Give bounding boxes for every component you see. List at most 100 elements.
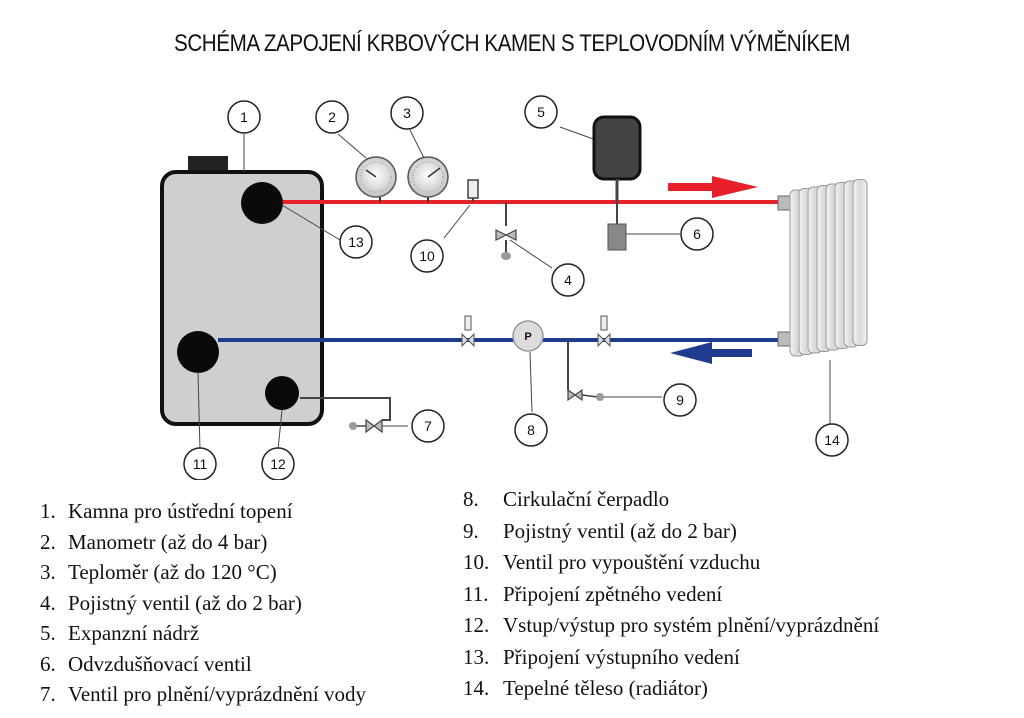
legend-item: 1.Kamna pro ústřední topení — [40, 496, 366, 527]
callout-14: 14 — [815, 423, 849, 457]
callout-10: 10 — [410, 239, 444, 273]
stove — [160, 156, 324, 426]
legend-text: Ventil pro vypouštění vzduchu — [503, 550, 761, 574]
callout-13: 13 — [339, 225, 373, 259]
legend-item: 14. Tepelné těleso (radiátor) — [463, 673, 879, 705]
legend-number: 4. — [40, 590, 56, 615]
callout-circle — [663, 383, 697, 417]
legend-text: Pojistný ventil (až do 2 bar) — [503, 518, 737, 543]
callout-circle — [680, 217, 714, 251]
callout-circle — [411, 409, 445, 443]
callout-7: 7 — [411, 409, 445, 443]
legend-number: 9. — [463, 518, 479, 543]
legend-text: Tepelné těleso (radiátor) — [503, 676, 708, 700]
legend-text: Cirkulační čerpadlo — [503, 487, 670, 511]
callout-number: 1 — [240, 109, 248, 125]
callout-number: 10 — [419, 248, 435, 264]
diagram-title: SCHÉMA ZAPOJENÍ KRBOVÝCH KAMEN S TEPLOVO… — [173, 30, 850, 57]
callout-circle — [390, 96, 424, 130]
callout-9: 9 — [663, 383, 697, 417]
callout-number: 7 — [424, 418, 432, 434]
expansion-tank — [559, 115, 642, 202]
legend-item: 5. Expanzní nádrž — [40, 618, 366, 649]
callout-circle — [315, 100, 349, 134]
callout-5: 5 — [524, 95, 558, 129]
hot-flow-arrow — [668, 176, 758, 198]
legend-number: 12. — [463, 613, 490, 637]
legend-item: 13. Připojení výstupního vedení — [463, 642, 879, 674]
legend-text: Teploměr (až do 120 °C) — [68, 560, 277, 584]
callout-number: 5 — [537, 104, 545, 120]
callout-12: 12 — [261, 447, 295, 480]
thermometer-gauge — [407, 156, 449, 202]
callout-number: 13 — [348, 234, 364, 250]
callout-number: 6 — [693, 226, 701, 242]
callout-number: 3 — [403, 105, 411, 121]
callout-circle — [261, 447, 295, 480]
legend-number: 2. — [40, 529, 56, 554]
callout-number: 12 — [270, 456, 286, 472]
callout-6: 6 — [680, 217, 714, 251]
legend-text: Ventil pro plnění/vyprázdnění vody — [68, 682, 367, 706]
legend-number: 11. — [463, 581, 489, 606]
legend-text: Kamna pro ústřední topení — [68, 499, 293, 523]
legend-number: 13. — [463, 644, 490, 669]
callout-number: 4 — [564, 272, 572, 288]
legend-number: 10. — [463, 550, 490, 574]
legend-number: 3. — [40, 560, 56, 584]
callout-number: 8 — [527, 422, 535, 438]
legend-number: 6. — [40, 651, 56, 676]
callout-1: 1 — [227, 100, 261, 134]
callout-circle — [183, 447, 217, 480]
callout-4: 4 — [551, 263, 585, 297]
legend-text: Manometr (až do 4 bar) — [68, 529, 268, 554]
manometer-gauge — [355, 156, 397, 202]
radiator — [777, 179, 868, 424]
callout-circle — [227, 100, 261, 134]
callout-circle — [524, 95, 558, 129]
legend-number: 7. — [40, 682, 56, 706]
legend-item: 3. Teploměr (až do 120 °C) — [40, 557, 366, 588]
callout-circle — [551, 263, 585, 297]
legend-number: 14. — [463, 676, 490, 700]
callout-8: 8 — [514, 413, 548, 447]
cold-flow-arrow — [670, 342, 752, 364]
legend-text: Pojistný ventil (až do 2 bar) — [68, 590, 302, 615]
legend-item: 7. Ventil pro plnění/vyprázdnění vody — [40, 679, 366, 710]
callout-11: 11 — [183, 447, 217, 480]
radiator-fin — [852, 179, 868, 346]
legend-text: Připojení výstupního vedení — [503, 644, 740, 669]
legend-text: Expanzní nádrž — [68, 621, 200, 645]
callout-circle — [339, 225, 373, 259]
stove-body — [160, 170, 324, 426]
circulation-pump: P — [512, 320, 544, 413]
legend-number: 8. — [463, 487, 479, 511]
legend-item: 9. Pojistný ventil (až do 2 bar) — [463, 516, 879, 548]
callout-3: 3 — [390, 96, 424, 130]
callout-number: 2 — [328, 109, 336, 125]
pump-label: P — [524, 331, 531, 343]
legend-column-right: 8. Cirkulační čerpadlo 9. Pojistný ventil (… — [463, 484, 879, 705]
callout-circle — [410, 239, 444, 273]
callout-number: 14 — [824, 432, 840, 448]
return-valve-left — [461, 315, 475, 348]
leader-lines — [197, 129, 425, 451]
legend-item: 12.Vstup/výstup pro systém plnění/vypráz… — [463, 610, 879, 642]
outlet-connection-ball — [241, 182, 283, 224]
air-vent-valve — [443, 179, 479, 239]
legend-item: 10. Ventil pro vypouštění vzduchu — [463, 547, 879, 579]
return-connection-ball — [177, 331, 219, 373]
fill-drain-valve — [300, 397, 408, 434]
legend-text: Odvzdušňovací ventil — [68, 651, 252, 676]
deaeration-valve — [607, 202, 680, 251]
legend-number: 5. — [40, 621, 56, 645]
legend-item: 6. Odvzdušňovací ventil — [40, 649, 366, 680]
callout-2: 2 — [315, 100, 349, 134]
callout-circle — [514, 413, 548, 447]
legend-item: 8. Cirkulační čerpadlo — [463, 484, 879, 516]
legend-text: Připojení zpětného vedení — [503, 581, 723, 606]
legend-item: 4. Pojistný ventil (až do 2 bar) — [40, 588, 366, 619]
